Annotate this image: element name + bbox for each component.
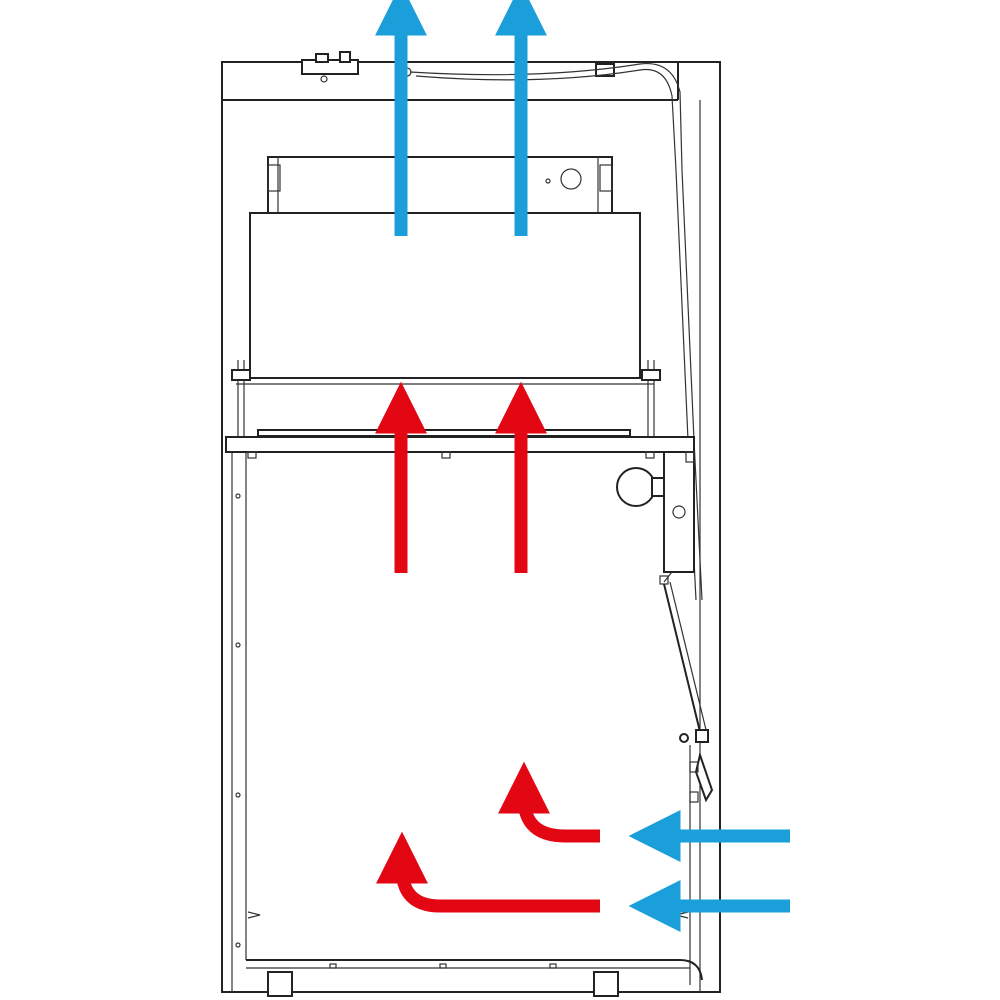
work-shelf (225, 436, 695, 459)
filter-assembly (231, 360, 661, 440)
cabinet-outline (221, 61, 721, 993)
sash-linkage (663, 581, 714, 803)
control-panel (616, 451, 695, 585)
cable (409, 62, 703, 601)
front-inflow-arrows (628, 810, 790, 932)
exhaust-arrows (375, 0, 547, 236)
turn-arrow-lower (376, 831, 600, 913)
filter-upflow-arrows (375, 381, 547, 573)
cabinet-base (246, 959, 703, 997)
fan-housing (249, 156, 641, 379)
interior-turn-arrows (376, 761, 600, 913)
turn-arrow-upper (498, 761, 600, 843)
side-rivets (235, 493, 689, 948)
top-mount-hardware (301, 51, 615, 83)
